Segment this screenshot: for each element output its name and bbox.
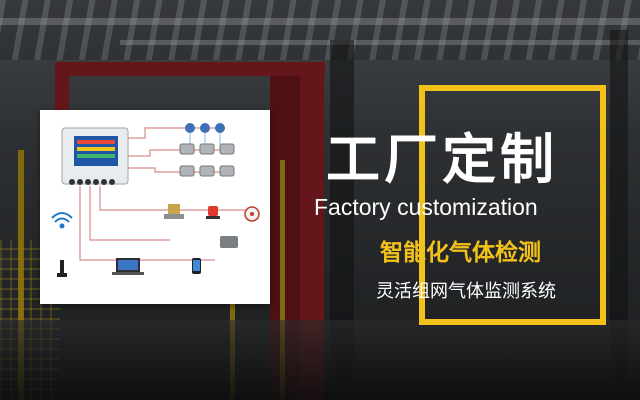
main-title-english: Factory customization: [314, 194, 538, 220]
bus-line: [99, 186, 255, 211]
antenna-icon: [57, 260, 67, 277]
gas-detector-icon: [185, 123, 225, 133]
ceiling-beam: [120, 40, 640, 45]
wifi-icon: [51, 212, 73, 229]
bus-line: [128, 127, 225, 139]
subtitle-primary: 智能化气体检测: [380, 240, 541, 266]
system-diagram: [51, 123, 260, 277]
controller-icon: [61, 127, 129, 185]
bus-line: [79, 186, 215, 261]
subtitle-secondary: 灵活组网气体监测系统: [376, 281, 556, 302]
alarm-light-icon: [206, 206, 220, 219]
system-diagram-card: [40, 110, 270, 304]
main-title-chinese: 工厂定制: [326, 128, 558, 191]
phone-icon: [192, 258, 201, 274]
factory-floor: [0, 320, 640, 400]
solenoid-valve-icon: [164, 204, 184, 219]
laptop-icon: [112, 258, 144, 275]
red-gantry-top: [55, 62, 325, 76]
yellow-post: [18, 150, 24, 400]
gas-detector-icon: [179, 143, 235, 177]
roof-structure: [0, 0, 640, 60]
bus-line: [89, 186, 170, 241]
siren-icon: [220, 236, 238, 248]
yellow-post: [280, 160, 285, 400]
red-gantry-leg: [55, 62, 69, 112]
steel-column: [610, 30, 628, 400]
accent-frame: [419, 85, 606, 325]
exhaust-fan-icon: [244, 206, 260, 222]
ceiling-beam: [0, 18, 640, 25]
